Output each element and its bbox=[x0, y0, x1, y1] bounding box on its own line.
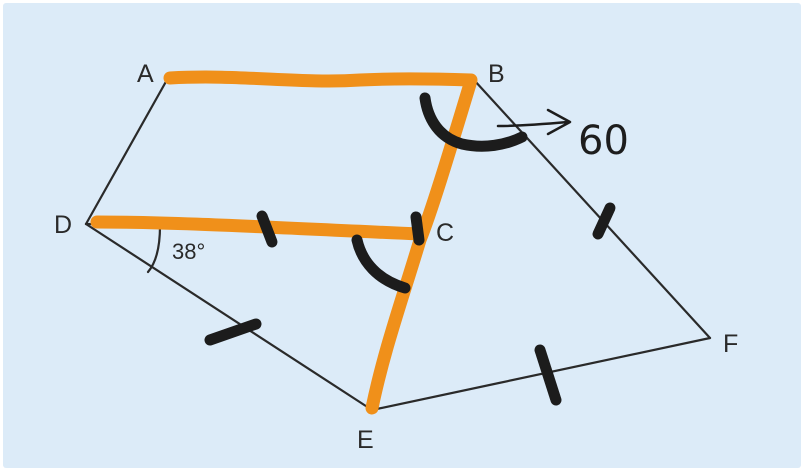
tick-mark-C bbox=[410, 211, 425, 246]
angle-marker-C bbox=[351, 234, 411, 294]
segment-DE bbox=[84, 222, 374, 412]
highlight-AB bbox=[163, 70, 478, 88]
tick-mark-DC bbox=[256, 210, 278, 248]
tick-mark-EF bbox=[534, 344, 562, 406]
tick-mark-BF bbox=[592, 202, 616, 240]
highlight-BE bbox=[365, 77, 477, 415]
segment-EF bbox=[370, 336, 712, 412]
point-label-A: A bbox=[137, 60, 154, 88]
point-label-C: C bbox=[436, 219, 454, 247]
point-label-E: E bbox=[357, 426, 374, 454]
angle-label-D: 38° bbox=[172, 239, 205, 264]
point-label-F: F bbox=[723, 330, 738, 358]
angle-marker-B bbox=[419, 92, 528, 152]
annotation-arrow bbox=[496, 108, 572, 136]
segment-AD bbox=[84, 76, 170, 226]
tick-mark-DE bbox=[204, 318, 262, 346]
annotation-value: 60 bbox=[578, 118, 629, 164]
point-label-B: B bbox=[488, 60, 505, 88]
segment-BF bbox=[472, 78, 712, 340]
point-label-D: D bbox=[54, 211, 72, 239]
highlight-DC bbox=[90, 215, 427, 241]
angle-arc-D bbox=[146, 224, 162, 274]
